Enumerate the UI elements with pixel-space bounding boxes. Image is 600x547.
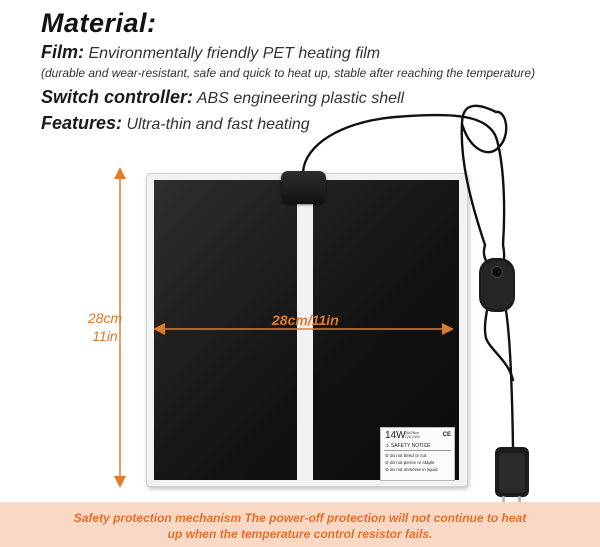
warning-item: ⊘ do not bend or cut: [385, 453, 427, 458]
features-value: Ultra-thin and fast heating: [126, 116, 310, 133]
material-heading: Material:: [41, 8, 157, 38]
film-value: Environmentally friendly PET heating fil…: [88, 45, 381, 62]
label-size: 28x28cm 220-240V: [405, 431, 421, 439]
features-line: Features: Ultra-thin and fast heating: [41, 113, 310, 134]
height-cm: 28cm: [87, 310, 123, 326]
warning-item: ⊘ do not immerse in liquid: [385, 467, 438, 472]
warning-item: ⊘ do not pierce or staple: [385, 460, 435, 465]
switch-line: Switch controller: ABS engineering plast…: [41, 87, 404, 108]
safety-banner: [0, 502, 600, 547]
safety-notice: ⚠ SAFETY NOTICE: [385, 443, 431, 449]
switch-value: ABS engineering plastic shell: [196, 90, 405, 107]
label-divider: [384, 450, 451, 451]
plug-icon: [495, 447, 529, 510]
dimmer-switch-icon: [479, 258, 515, 312]
wattage: 14W: [385, 430, 406, 441]
safety-label: 14W 28x28cm 220-240V CE ⚠ SAFETY NOTICE …: [380, 427, 455, 481]
features-key: Features:: [41, 113, 123, 133]
center-strip: [297, 196, 313, 482]
film-line: Film: Environmentally friendly PET heati…: [41, 42, 380, 63]
height-label: 28cm 11in: [82, 309, 128, 345]
height-in: 11in: [92, 328, 118, 344]
safety-banner-text: Safety protection mechanism The power-of…: [73, 511, 527, 541]
film-note: (durable and wear-resistant, safe and qu…: [41, 66, 536, 80]
ce-mark: CE: [442, 432, 451, 438]
warning-triangle-icon: ⚠: [385, 443, 390, 449]
switch-key: Switch controller:: [41, 87, 194, 107]
film-key: Film:: [41, 42, 84, 62]
cable-connector: [281, 171, 326, 204]
